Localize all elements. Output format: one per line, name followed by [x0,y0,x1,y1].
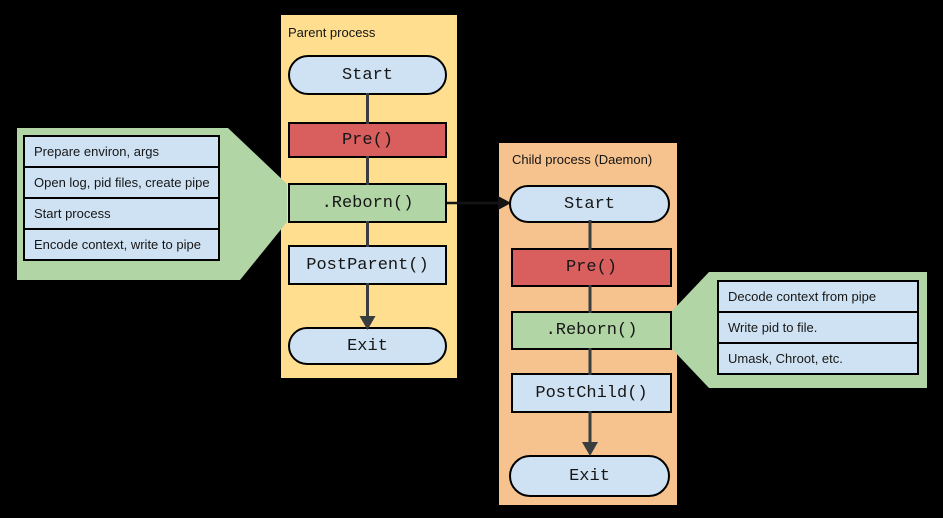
parent-exit-node: Exit [288,327,447,365]
parent-start-node: Start [288,55,447,95]
right-callout-item: Decode context from pipe [717,280,919,313]
right-callout-item: Umask, Chroot, etc. [717,342,919,375]
left-callout-item: Encode context, write to pipe [23,228,220,261]
child-start-node: Start [509,185,670,223]
child-pre-node: Pre() [511,248,672,287]
parent-reborn-node: .Reborn() [288,183,447,223]
child-postchild-node: PostChild() [511,373,672,413]
child-reborn-node: .Reborn() [511,311,672,350]
left-callout-item: Start process [23,197,220,230]
left-callout-list: Prepare environ, args Open log, pid file… [23,135,220,261]
child-exit-node: Exit [509,455,670,497]
child-process-label: Child process (Daemon) [512,152,653,167]
parent-pre-node: Pre() [288,122,447,158]
left-callout-item: Prepare environ, args [23,135,220,168]
right-callout-list: Decode context from pipe Write pid to fi… [717,280,919,375]
parent-postparent-node: PostParent() [288,245,447,285]
right-callout-item: Write pid to file. [717,311,919,344]
left-callout-item: Open log, pid files, create pipe [23,166,220,199]
parent-process-label: Parent process [288,25,376,40]
